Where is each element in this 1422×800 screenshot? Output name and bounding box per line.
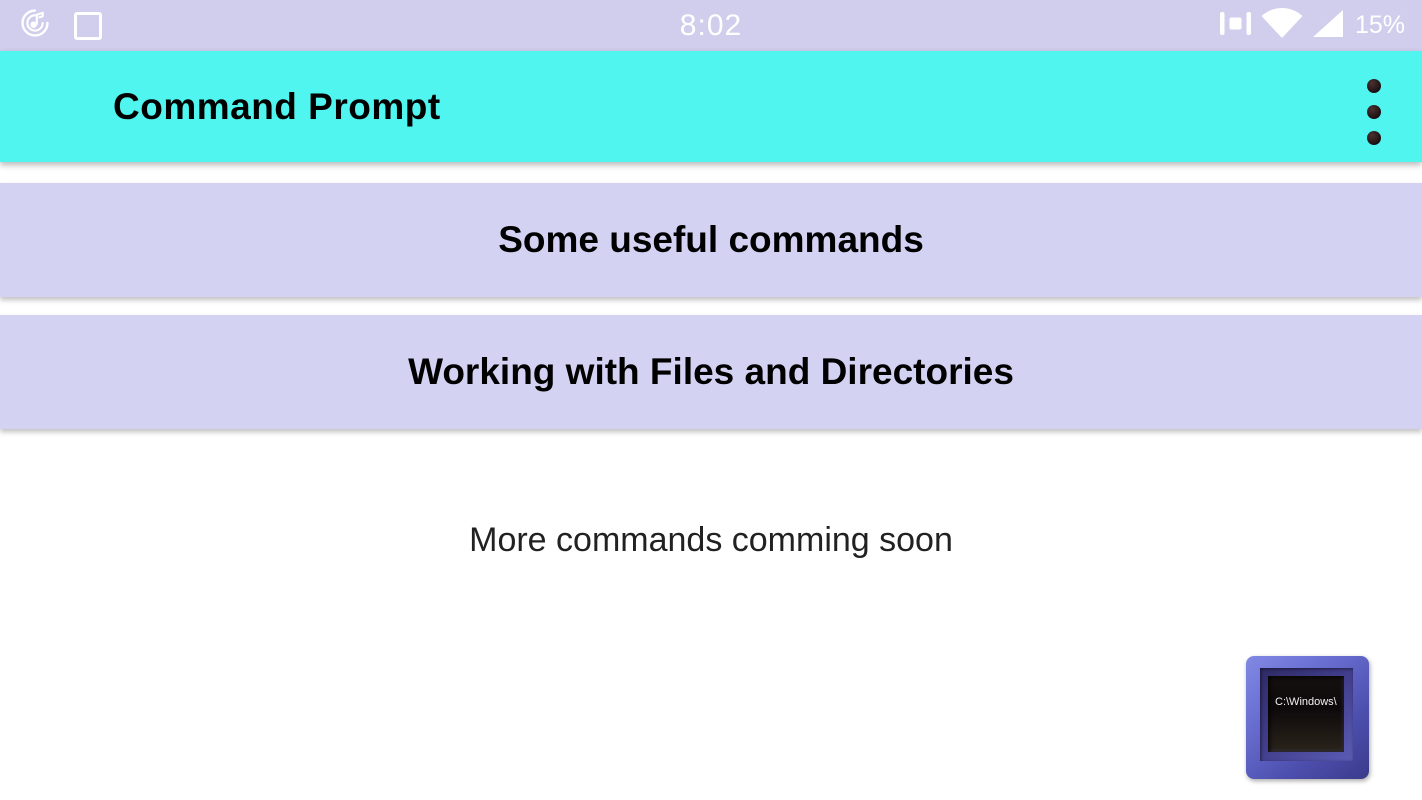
cellular-signal-icon <box>1312 9 1343 42</box>
menu-button-some-useful-commands[interactable]: Some useful commands <box>0 183 1422 297</box>
screenshot-frame-icon <box>74 11 102 40</box>
menu-button-working-with-files-and-directories[interactable]: Working with Files and Directories <box>0 315 1422 429</box>
vibrate-icon <box>1219 10 1251 42</box>
overflow-dot <box>1367 105 1381 119</box>
status-bar-clock: 8:02 <box>679 8 743 42</box>
monitor-screen: C:\Windows\ <box>1268 676 1344 752</box>
command-prompt-app-icon[interactable]: C:\Windows\ <box>1246 656 1369 779</box>
status-bar-right-icons: 15% <box>1219 0 1405 51</box>
more-commands-note: More commands comming soon <box>469 521 953 559</box>
status-bar-left-icons <box>18 0 102 51</box>
status-bar: 8:02 15% <box>0 0 1422 51</box>
battery-percent-text: 15% <box>1354 11 1405 39</box>
wifi-icon <box>1260 8 1304 43</box>
page-title: Command Prompt <box>113 85 441 127</box>
icon-prompt-text: C:\Windows\ <box>1275 696 1337 708</box>
music-note-swirl-icon <box>18 6 52 45</box>
overflow-dot <box>1367 131 1381 145</box>
app-bar: Command Prompt <box>0 51 1422 162</box>
overflow-dot <box>1367 79 1381 93</box>
overflow-menu-icon[interactable] <box>1367 79 1381 145</box>
